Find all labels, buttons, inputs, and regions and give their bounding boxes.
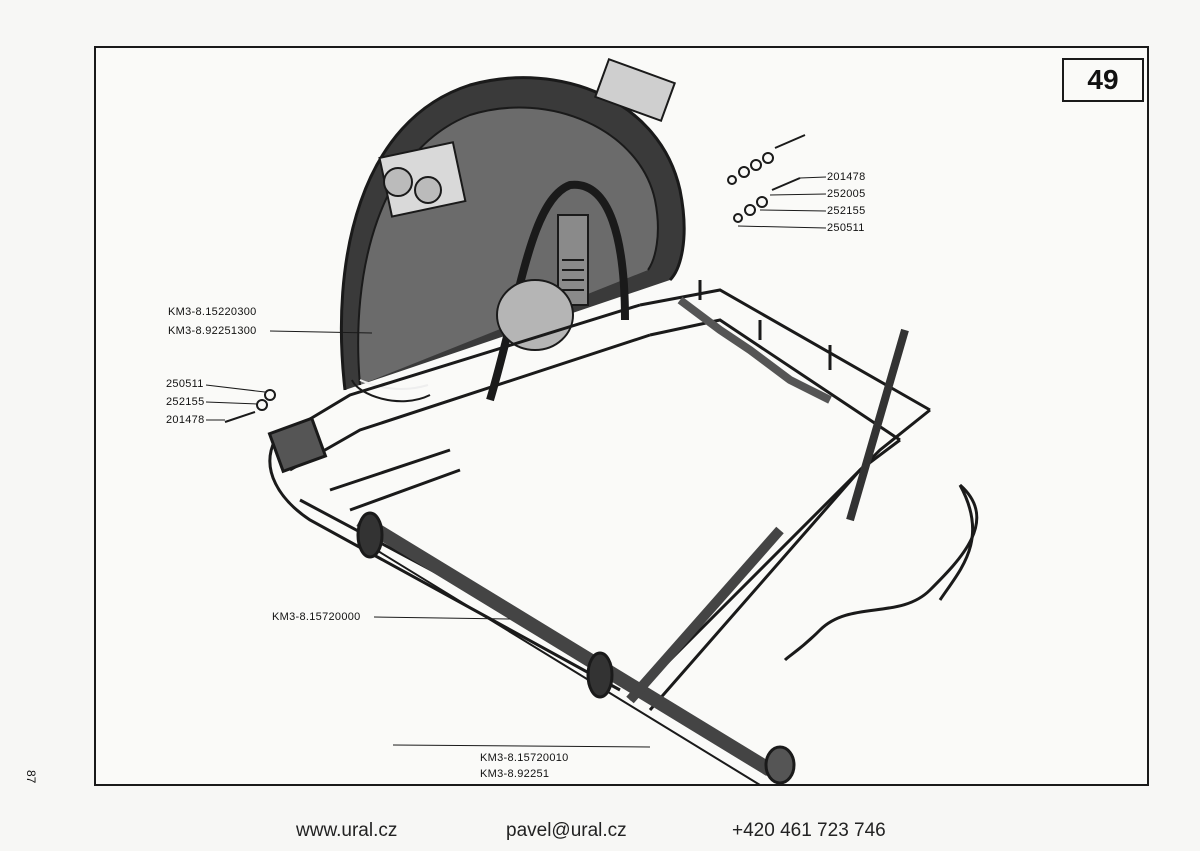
bolt-set-right	[727, 134, 806, 223]
page-number: 49	[1087, 64, 1119, 95]
footer-website[interactable]: www.ural.cz	[296, 820, 398, 841]
page-number-box: 49	[1062, 58, 1144, 102]
label-frame-part-2: KM3-8.92251	[480, 768, 550, 780]
label-bolt-right-4: 250511	[827, 222, 865, 234]
label-bolt-right-2: 252005	[827, 188, 866, 200]
label-fender-part-1: KM3-8.15220300	[168, 306, 257, 318]
bolt-set-left	[224, 389, 276, 423]
label-fender-part-2: KM3-8.92251300	[168, 325, 257, 337]
label-frame-part-1: KM3-8.15720010	[480, 752, 569, 764]
footer-email[interactable]: pavel@ural.cz	[506, 820, 627, 841]
frame-tubes	[267, 280, 979, 786]
fender	[339, 57, 686, 403]
label-bolt-right-3: 252155	[827, 205, 866, 217]
label-bolt-left-1: 250511	[166, 378, 204, 390]
label-bolt-left-3: 201478	[166, 414, 205, 426]
leader-lines	[205, 176, 827, 748]
label-bolt-left-2: 252155	[166, 396, 205, 408]
label-bolt-right-1: 201478	[827, 171, 866, 183]
label-axle-part: KM3-8.15720000	[272, 611, 361, 623]
side-page-number: 87	[24, 770, 38, 784]
footer-phone: +420 461 723 746	[732, 820, 886, 841]
